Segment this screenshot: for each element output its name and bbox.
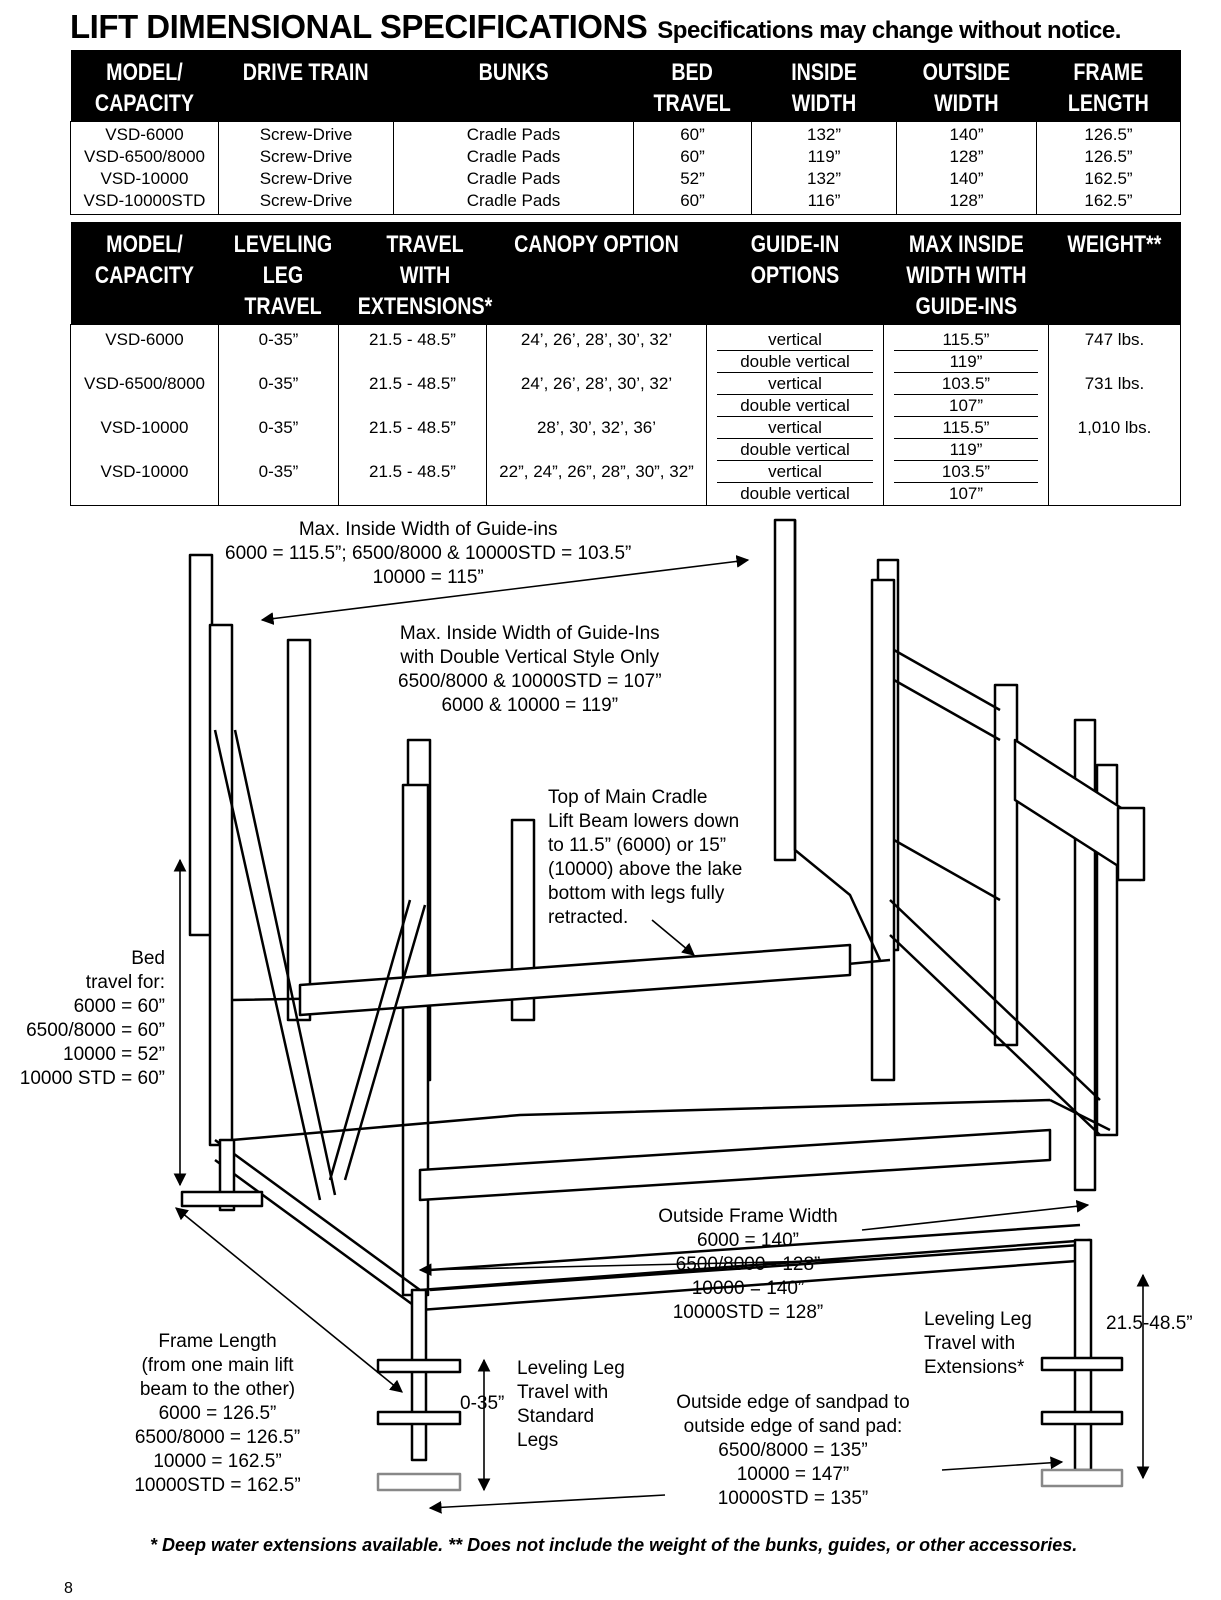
label-max-inside-guides: Max. Inside Width of Guide-ins 6000 = 11… <box>225 519 632 588</box>
table-header-row: MODEL/ CAPACITY DRIVE TRAIN BUNKS BED TR… <box>70 50 1181 122</box>
table-header-cell: TRAVEL WITH EXTENSIONS* <box>338 222 492 325</box>
table-header-cell: OUTSIDE WIDTH <box>896 50 1037 122</box>
table-header-cell: GUIDE-IN OPTIONS <box>706 222 884 325</box>
leveling-leg <box>1073 1238 1093 1472</box>
dimension-arrow <box>175 1207 403 1393</box>
diagonal-brace <box>213 729 427 1201</box>
label-top-cradle: Top of Main Cradle Lift Beam lowers down… <box>548 787 743 928</box>
inside-width-column: 132”119”132”116” <box>751 121 897 215</box>
label-frame-length: Frame Length (from one main lift beam to… <box>134 1331 301 1496</box>
table-header-cell: MAX INSIDE WIDTH WITH GUIDE-INS <box>883 222 1049 325</box>
extension-travel-column: 21.5 - 48.5”21.5 - 48.5”21.5 - 48.5”21.5… <box>338 324 487 506</box>
sand-pad <box>180 1190 264 1208</box>
bed-travel-column: 60”60”52”60” <box>633 121 752 215</box>
guide-post <box>286 638 312 1022</box>
leg-travel-column: 0-35”0-35”0-35”0-35” <box>218 324 339 506</box>
label-outside-frame-width: Outside Frame Width 6000 = 140” 6500/800… <box>658 1206 838 1323</box>
table-header-cell: LEVELING LEG TRAVEL <box>218 222 339 325</box>
table-header-cell: WEIGHT** <box>1048 222 1181 325</box>
label-max-inside-double: Max. Inside Width of Guide-Ins with Doub… <box>398 623 662 716</box>
canopy-column: 24’, 26’, 28’, 30’, 32’24’, 26’, 28’, 30… <box>486 324 707 506</box>
guide-post <box>773 518 797 862</box>
title-subtitle: Specifications may change without notice… <box>657 17 1121 44</box>
spec-table-2: MODEL/ CAPACITY LEVELING LEG TRAVEL TRAV… <box>70 222 1181 506</box>
label-leg-ext-value: 21.5-48.5” <box>1106 1313 1193 1334</box>
table-header-cell: MODEL/ CAPACITY <box>70 50 219 122</box>
guide-frame <box>889 899 1101 1136</box>
dimension-arrow <box>651 919 695 956</box>
label-bed-travel: Bed travel for: 6000 = 60” 6500/8000 = 6… <box>19 948 165 1089</box>
sand-pad <box>1040 1468 1124 1488</box>
label-sandpad: Outside edge of sandpad to outside edge … <box>676 1392 910 1509</box>
lift-diagram <box>173 518 1150 1514</box>
guide-frame <box>793 520 1001 961</box>
page-title: LIFT DIMENSIONAL SPECIFICATIONS Specifica… <box>70 8 1121 46</box>
guide-post <box>870 578 896 1082</box>
leveling-leg <box>410 1288 428 1462</box>
footnote: * Deep water extensions available. ** Do… <box>150 1535 1078 1555</box>
label-leg-standard: Leveling Leg Travel with Standard Legs <box>517 1358 625 1451</box>
cradle-beam <box>298 943 852 1017</box>
frame-length-column: 126.5”126.5”162.5”162.5” <box>1036 121 1181 215</box>
dimension-arrow <box>861 1199 1090 1231</box>
label-leg-extensions: Leveling Leg Travel with Extensions* <box>924 1309 1032 1378</box>
dimension-arrow <box>941 1456 1064 1471</box>
guide-post <box>401 783 430 1297</box>
table-header-cell: CANOPY OPTION <box>486 222 707 325</box>
table-header-cell: FRAME LENGTH <box>1036 50 1181 122</box>
cradle-beam <box>418 1128 1052 1202</box>
label-leg-std-value: 0-35” <box>460 1393 505 1414</box>
outside-width-column: 140”128”140”128” <box>896 121 1037 215</box>
max-inside-column: 115.5”119”103.5”107”115.5”119”103.5”107” <box>883 324 1049 506</box>
table-header-row: MODEL/ CAPACITY LEVELING LEG TRAVEL TRAV… <box>70 222 1181 325</box>
dimension-arrow <box>428 1494 666 1514</box>
table-header-cell: BED TRAVEL <box>633 50 752 122</box>
sand-pad <box>376 1472 462 1492</box>
spec-table-1: MODEL/ CAPACITY DRIVE TRAIN BUNKS BED TR… <box>70 50 1181 215</box>
title-main: LIFT DIMENSIONAL SPECIFICATIONS <box>70 8 648 45</box>
weight-column: 747 lbs.731 lbs.1,010 lbs. <box>1048 324 1181 506</box>
guide-post <box>188 553 214 937</box>
table-header-cell: DRIVE TRAIN <box>218 50 394 122</box>
drive-motor <box>1116 806 1146 882</box>
sand-pad <box>1040 1356 1124 1426</box>
frame-rail <box>429 1223 1081 1292</box>
page-number: 8 <box>64 1580 73 1597</box>
table-header-cell: BUNKS <box>393 50 634 122</box>
dimension-arrow <box>418 1259 863 1277</box>
dimension-arrow <box>260 555 750 625</box>
guide-post <box>208 623 234 1147</box>
table-header-cell: INSIDE WIDTH <box>751 50 897 122</box>
table-header-cell: MODEL/ CAPACITY <box>70 222 219 325</box>
